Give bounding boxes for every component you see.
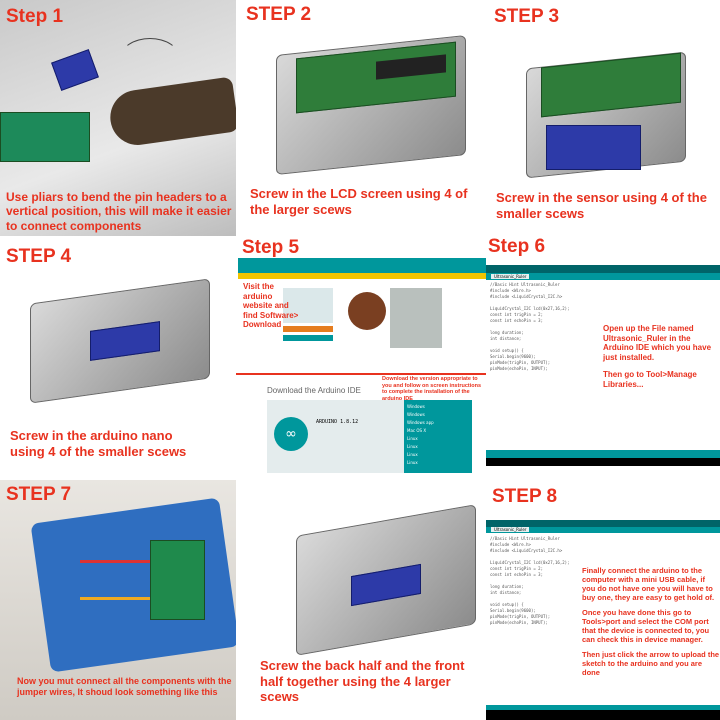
step-6-title: Step 6	[488, 236, 546, 257]
lcd-board-image	[0, 112, 90, 162]
ide-tab-bar	[486, 527, 720, 533]
step-6-panel: Step 6 Ultrasonic_Ruler //Basic Hint Ult…	[486, 236, 720, 476]
download-link[interactable]: Linux	[407, 444, 418, 449]
ide-console	[486, 710, 720, 720]
step-4-title: STEP 4	[6, 246, 72, 267]
code-editor: //Basic Hint Ultrasonic_Ruler #include <…	[490, 536, 570, 625]
step-6-captions: Open up the File named Ultrasonic_Ruler …	[603, 324, 718, 390]
step-6-caption-2: Then go to Tool>Manage Libraries...	[603, 370, 697, 389]
step-5-title: Step 5	[242, 237, 300, 258]
step-3-panel: STEP 3 Screw in the sensor using 4 of th…	[486, 0, 720, 236]
ide-version: ARDUINO 1.8.12	[316, 419, 359, 425]
ultrasonic-sensor-image	[546, 125, 641, 170]
step-assembly-panel: Screw the back half and the front half t…	[236, 480, 486, 720]
arduino-website-header	[238, 258, 486, 273]
step-2-panel: STEP 2 Screw in the LCD screen using 4 o…	[236, 0, 486, 236]
learn-arduino-button	[283, 335, 333, 341]
step-4-caption: Screw in the arduino nano using 4 of the…	[10, 428, 187, 459]
step-1-title: Step 1	[6, 6, 64, 27]
ide-status-bar	[486, 450, 720, 458]
download-heading: Download the Arduino IDE	[267, 386, 361, 395]
download-link[interactable]: Linux	[407, 460, 418, 465]
step-1-caption: Use pliars to bend the pin headers to a …	[6, 190, 232, 233]
website-tile	[283, 288, 333, 323]
download-link[interactable]: Windows	[407, 412, 425, 417]
download-link[interactable]: Windows app	[407, 420, 434, 425]
step-8-captions: Finally connect the arduino to the compu…	[582, 566, 720, 677]
download-link[interactable]: Linux	[407, 436, 418, 441]
step-8-caption-3: Then just click the arrow to upload the …	[582, 650, 720, 677]
step-2-caption: Screw in the LCD screen using 4 of the l…	[250, 186, 468, 217]
step-1-panel: Step 1 Use pliars to bend the pin header…	[0, 0, 236, 236]
code-editor: //Basic Hint Ultrasonic_Ruler #include <…	[490, 282, 570, 371]
announcement-bar	[238, 273, 486, 279]
ide-toolbar	[486, 265, 720, 273]
step-3-caption: Screw in the sensor using 4 of the small…	[496, 190, 707, 221]
step-3-title: STEP 3	[494, 6, 560, 27]
step-7-caption: Now you mut connect all the components w…	[17, 676, 232, 697]
step-8-caption: Finally connect the arduino to the compu…	[582, 566, 715, 602]
download-link[interactable]: Linux	[407, 452, 418, 457]
arrow-icon	[120, 38, 180, 78]
step-7-title: STEP 7	[6, 484, 72, 505]
step-8-title: STEP 8	[492, 486, 558, 507]
clock-image	[348, 292, 386, 330]
download-link[interactable]: Windows	[407, 404, 425, 409]
ide-tab-bar	[486, 273, 720, 280]
lcd-board-image	[150, 540, 205, 620]
step-2-title: STEP 2	[246, 4, 312, 25]
step-8-caption-2: Once you have done this go to Tools>port…	[582, 608, 710, 644]
i2c-module-image	[51, 49, 99, 91]
jumper-wires-image	[80, 560, 150, 600]
arduino-logo: ∞	[274, 417, 308, 451]
step-7-panel: STEP 7 Now you mut connect all the compo…	[0, 480, 236, 720]
assembly-caption: Screw the back half and the front half t…	[260, 658, 465, 705]
pliers-image	[106, 76, 236, 149]
step-4-panel: STEP 4 Screw in the arduino nano using 4…	[0, 236, 236, 480]
ide-toolbar	[486, 520, 720, 527]
step-5-caption: Visit the arduino website and find Softw…	[243, 282, 299, 330]
step-8-panel: STEP 8 Ultrasonic_Ruler //Basic Hint Ult…	[486, 480, 720, 720]
ide-status-bar	[486, 705, 720, 710]
tshirt-tile	[390, 288, 442, 348]
ide-tab[interactable]: Ultrasonic_Ruler	[491, 527, 530, 532]
buy-arduino-button	[283, 326, 333, 332]
step-5-panel: Step 5 Visit the arduino website and fin…	[236, 236, 486, 476]
step-6-caption: Open up the File named Ultrasonic_Ruler …	[603, 324, 712, 362]
ide-tab[interactable]: Ultrasonic_Ruler	[491, 274, 530, 279]
ide-console	[486, 458, 720, 466]
download-link[interactable]: Mac OS X	[407, 428, 427, 433]
step-5-caption-2: Download the version appropriate to you …	[382, 376, 482, 402]
divider	[236, 373, 486, 375]
download-links: Windows Windows Windows app Mac OS X Lin…	[404, 400, 472, 473]
